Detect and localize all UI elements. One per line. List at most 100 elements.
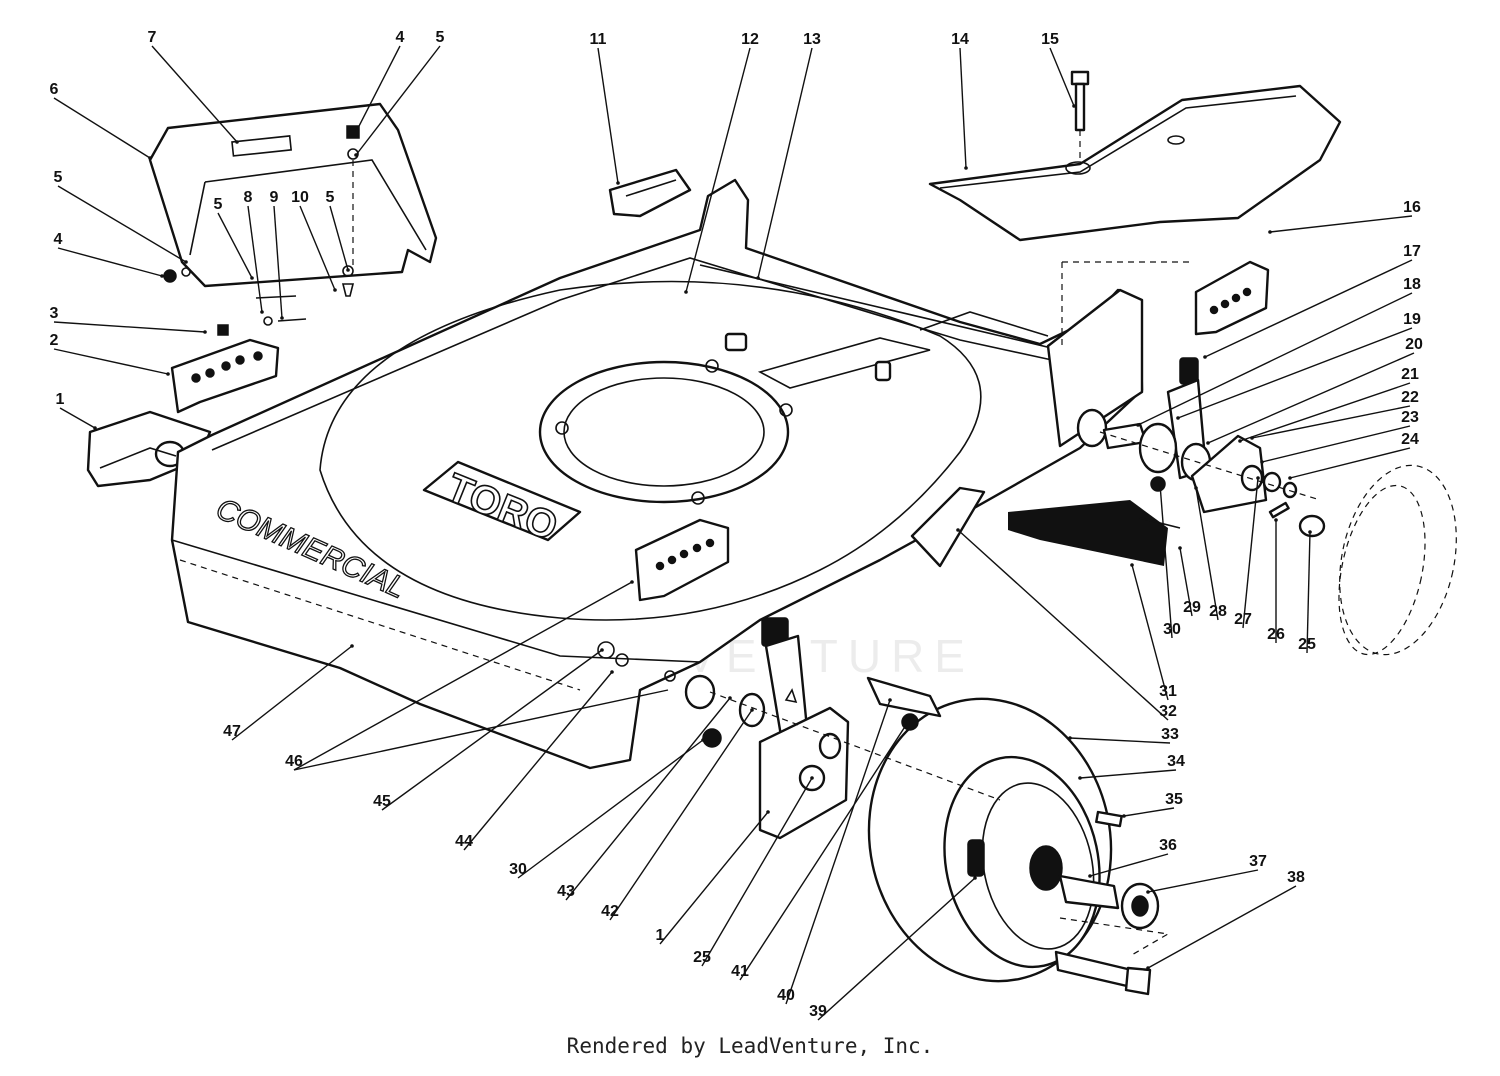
leader-line [739,721,909,981]
leader-line [151,45,238,143]
callout-part-39: 39 [809,1003,827,1020]
leader-end-dot [684,290,688,294]
callout-part-17: 17 [1403,243,1421,260]
leader-line [1195,487,1219,621]
callout-part-30: 30 [1163,621,1181,638]
callout-part-28: 28 [1209,603,1227,620]
leader-end-dot [750,708,754,712]
leader-line [597,47,619,184]
leader-end-dot [203,330,207,334]
leader-line [1079,769,1177,779]
leader-line [53,97,151,159]
leader-line [957,529,1169,721]
leader-end-dot [1136,423,1140,427]
rear-wheel [1338,464,1457,656]
footer-credit: Rendered by LeadVenture, Inc. [566,1034,934,1058]
leader-end-dot [630,580,634,584]
leader-end-dot [888,698,892,702]
leader-line [1123,807,1175,817]
callout-part-27: 27 [1234,611,1252,628]
callout-part-15: 15 [1041,31,1059,48]
bracket-part-11 [608,168,692,218]
leader-line [1137,292,1413,426]
leader-line [217,212,253,279]
callout-part-8: 8 [244,189,253,206]
leader-line [329,205,349,271]
leader-end-dot [956,528,960,532]
leader-line [247,205,263,313]
leader-end-dot [616,181,620,185]
callout-part-5: 5 [436,29,445,46]
leader-line [1089,853,1169,877]
callout-part-3: 3 [50,305,59,322]
leader-end-dot [160,274,164,278]
leader-end-dot [1068,736,1072,740]
callout-part-20: 20 [1405,336,1423,353]
decal-part-7 [231,135,293,157]
leader-line [231,645,353,741]
leader-end-dot [1078,776,1082,780]
callout-part-18: 18 [1403,276,1421,293]
callout-part-13: 13 [803,31,821,48]
leader-line [659,811,769,945]
leader-line [57,185,187,263]
leader-end-dot [1146,890,1150,894]
leader-end-dot [810,776,814,780]
height-adjuster-part-16 [1194,260,1270,336]
callout-part-11: 11 [590,31,607,48]
leader-end-dot [1176,416,1180,420]
callout-part-16: 16 [1403,199,1421,216]
leader-end-dot [1158,482,1162,486]
leader-line [273,205,283,319]
callout-part-5: 5 [326,189,335,206]
callout-part-25: 25 [1298,636,1316,653]
leader-end-dot [184,260,188,264]
callout-part-38: 38 [1287,869,1305,886]
callout-part-4: 4 [54,231,63,248]
cover-hardware [163,125,360,336]
leader-end-dot [280,316,284,320]
leader-end-dot [250,276,254,280]
leader-end-dot [1308,530,1312,534]
callout-part-46: 46 [285,753,303,770]
leader-end-dot [354,153,358,157]
leader-line [1251,405,1411,439]
leader-line [1179,547,1193,617]
wheel-hardware [1054,810,1170,996]
rear-axle-assembly [1061,261,1326,538]
callout-part-4: 4 [396,29,405,46]
leader-line [1177,327,1413,419]
leader-line [293,581,633,771]
leader-line [1147,885,1297,969]
height-adjuster-part-46 [634,518,730,602]
leader-end-dot [350,644,354,648]
leader-end-dot [148,156,152,160]
leader-line [57,247,163,277]
callout-part-41: 41 [731,963,749,980]
callout-part-34: 34 [1167,753,1185,770]
leader-end-dot [260,310,264,314]
leader-end-dot [1146,966,1150,970]
callout-part-31: 31 [1159,683,1177,700]
mower-deck-part-47: TORO COMMERCIAL [170,178,1144,770]
callout-part-32: 32 [1159,703,1177,720]
leader-end-dot [346,268,350,272]
leader-line [59,407,96,429]
front-axle-bracket [597,617,1001,840]
callout-part-2: 2 [50,332,59,349]
leader-line [817,877,976,1021]
leader-end-dot [906,720,910,724]
leader-line [1147,869,1259,893]
callout-part-21: 21 [1401,366,1419,383]
leader-line [757,47,813,279]
leader-end-dot [728,696,732,700]
callout-part-42: 42 [601,903,619,920]
leader-end-dot [333,288,337,292]
leader-end-dot [1194,486,1198,490]
leader-line [355,45,441,156]
leader-end-dot [1178,546,1182,550]
leader-line [381,649,603,811]
leader-line [1207,352,1415,444]
